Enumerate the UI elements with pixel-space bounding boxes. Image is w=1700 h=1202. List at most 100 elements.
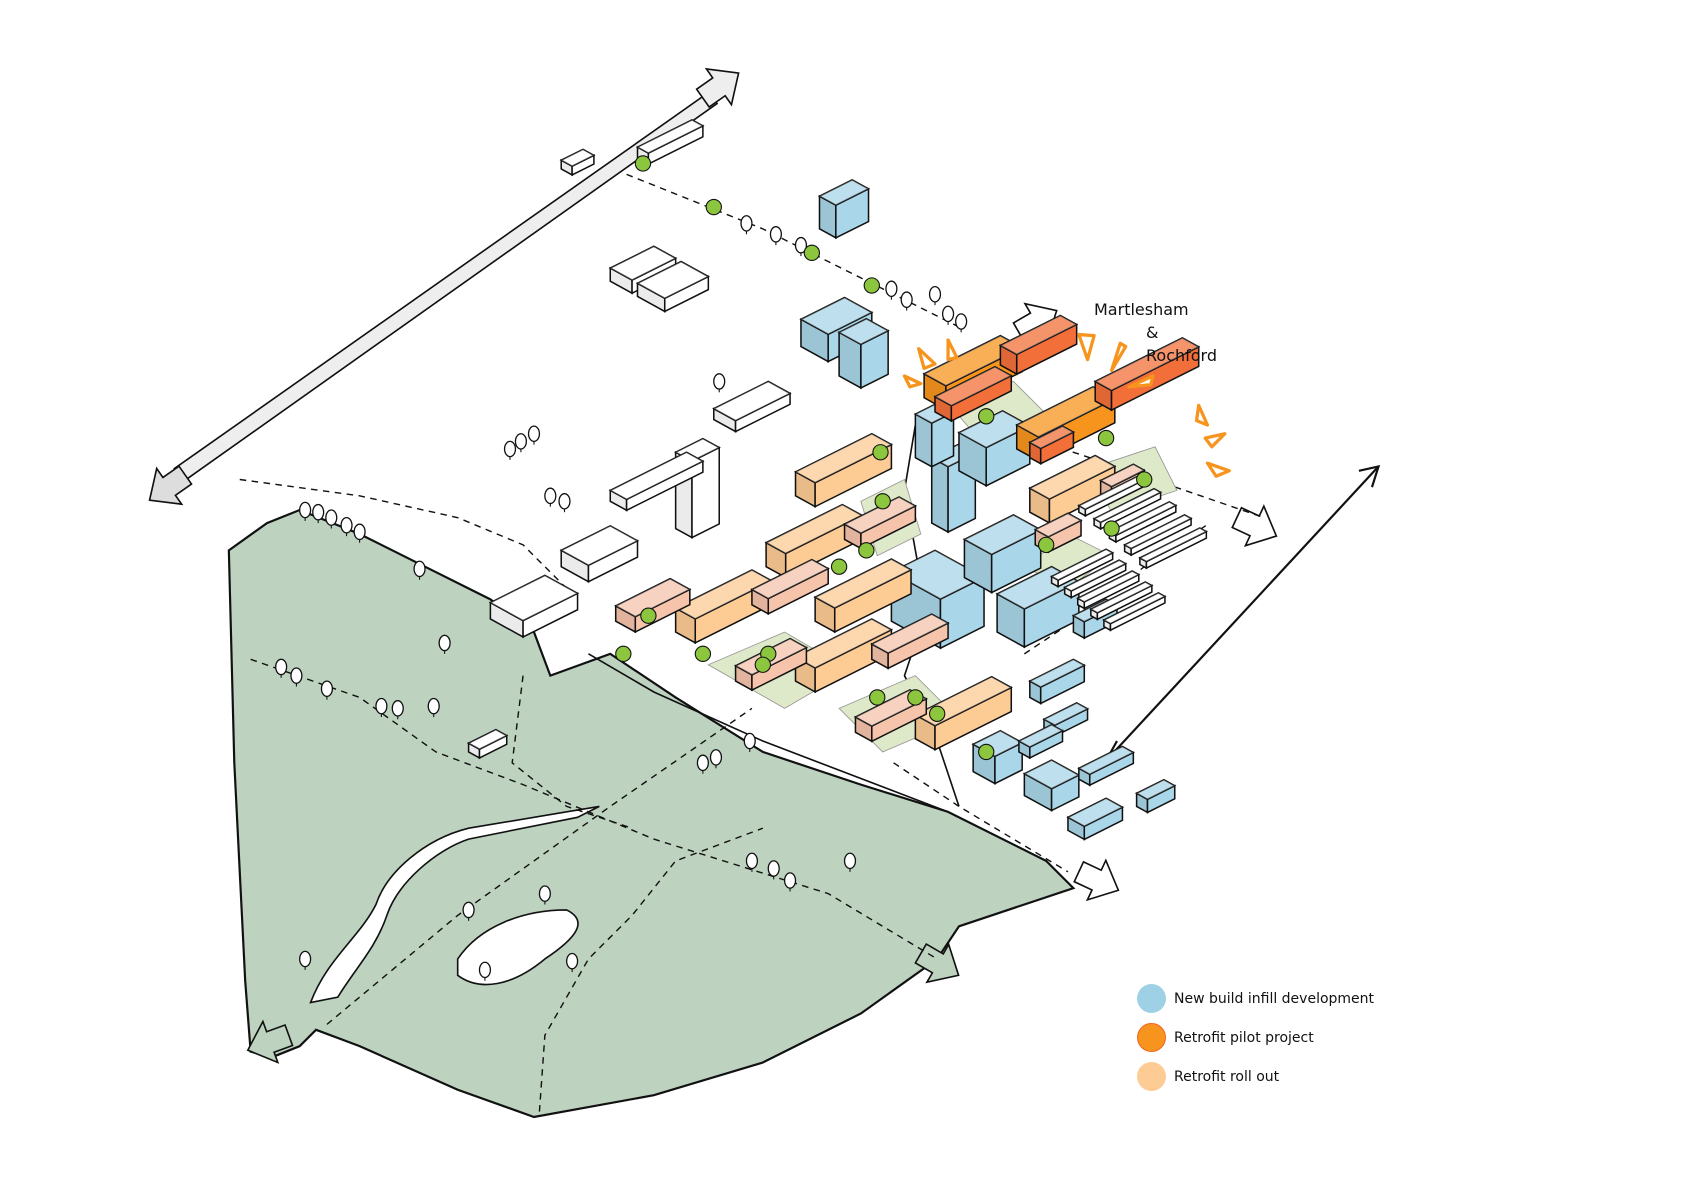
place-label-line3: Rochford	[1146, 346, 1217, 365]
parking-row-roof	[1138, 527, 1208, 563]
existing-building-shade	[637, 283, 665, 312]
parking-row-roof-light	[1109, 501, 1176, 536]
retrofit-rollout-block-roof	[750, 558, 830, 600]
tree-icon	[275, 658, 288, 676]
legend-item-retrofit-pilot: Retrofit pilot project	[1137, 1018, 1374, 1057]
tree-icon	[863, 277, 880, 294]
arrow-east-road	[1231, 504, 1278, 548]
highlight-flare-mark	[1205, 461, 1231, 478]
legend-label: Retrofit pilot project	[1174, 1029, 1314, 1046]
existing-building-roof-light	[637, 261, 709, 299]
parking-row-roof-light	[1103, 592, 1165, 624]
tree-icon	[1037, 536, 1055, 554]
existing-building-shade	[713, 408, 736, 432]
arrow-southeast	[1073, 858, 1120, 902]
tree-icon	[978, 408, 995, 425]
legend-swatch-light-orange	[1137, 1062, 1166, 1091]
footpath	[893, 762, 1069, 873]
tree-icon	[640, 607, 657, 624]
existing-building-roof-light	[637, 119, 703, 154]
parking-row-shade	[1064, 587, 1072, 598]
new-build-block-roof	[1066, 797, 1125, 828]
retrofit-rollout-block-roof	[793, 432, 894, 484]
existing-building-roof	[559, 148, 596, 168]
footpath	[511, 675, 633, 829]
retrofit-rollout-block-roof	[870, 613, 950, 654]
tree-icon	[514, 433, 527, 450]
parking-row-shade	[1051, 576, 1059, 587]
parking-row-shade	[1103, 620, 1111, 631]
tree-icon	[538, 885, 551, 902]
tree-icon	[794, 236, 808, 254]
tree-icon	[696, 754, 709, 772]
existing-building-roof	[635, 260, 710, 300]
tree-icon	[340, 516, 353, 534]
pavilion-shade	[468, 743, 480, 758]
footpath	[326, 707, 753, 1025]
pavilion-roof-light	[468, 729, 507, 750]
retrofit-pilot-block-shade	[935, 396, 952, 421]
parking-row-roof-light	[1051, 549, 1113, 581]
retrofit-rollout-block-shade	[844, 524, 861, 549]
legend-label: Retrofit roll out	[1174, 1068, 1280, 1085]
tree-icon	[955, 313, 968, 330]
existing-building-roof-light	[610, 246, 676, 281]
retrofit-rollout-block-roof-light	[1029, 455, 1115, 499]
tree-icon	[754, 656, 771, 673]
tree-icon	[978, 743, 995, 761]
tree-icon	[299, 501, 312, 519]
existing-building-shade	[561, 550, 589, 582]
arrow-west	[246, 1019, 294, 1064]
parking-row-shade	[1124, 544, 1132, 556]
tree-icon	[830, 558, 848, 575]
new-build-block-roof	[1042, 702, 1090, 727]
dimension-arrowhead	[1358, 464, 1381, 488]
parking-row-roof	[1092, 487, 1163, 524]
existing-building-shade	[610, 268, 633, 294]
tree-icon	[1097, 429, 1115, 447]
legend-swatch-blue	[1137, 984, 1166, 1013]
new-build-tower-roof-light	[819, 179, 869, 206]
new-build-block-roof-light	[891, 550, 985, 600]
retrofit-rollout-block-roof-light	[815, 559, 912, 608]
new-build-block-shade	[964, 539, 992, 593]
tree-icon	[527, 425, 541, 443]
tree-icon	[413, 560, 426, 578]
retrofit-rollout-block-shade	[855, 717, 872, 742]
tree-icon	[375, 697, 388, 715]
dimension-line	[1105, 465, 1380, 762]
retrofit-pilot-block-roof-light	[1000, 315, 1077, 355]
retrofit-rollout-block-roof	[813, 558, 913, 609]
tree-icon	[438, 634, 451, 652]
new-build-block-roof-light	[800, 297, 872, 335]
tree-icon	[312, 503, 325, 521]
highlight-flare-mark	[917, 347, 937, 370]
retrofit-pilot-block-roof	[1028, 425, 1076, 450]
tree-icon	[869, 689, 886, 706]
retrofit-pilot-block-roof	[998, 314, 1079, 356]
new-build-tower-shade	[931, 457, 949, 533]
parking-row-shade	[1078, 505, 1086, 516]
parking-row-roof-light	[1094, 488, 1161, 523]
existing-building-roof	[559, 524, 640, 567]
tree-icon	[743, 732, 756, 750]
new-build-block-shade	[1024, 773, 1052, 811]
parking-row-shade	[1094, 518, 1101, 529]
tree-icon	[874, 493, 891, 510]
retrofit-pilot-block-roof-light	[935, 366, 1012, 406]
retrofit-rollout-block-roof	[793, 618, 894, 669]
parking-row-roof	[1049, 548, 1115, 581]
new-build-block-roof-light	[1078, 746, 1134, 775]
tree-icon	[745, 852, 759, 870]
tree-icon	[353, 523, 366, 541]
tree-icon	[462, 901, 475, 919]
existing-building-roof-light	[713, 381, 791, 421]
parking-row-shade	[1077, 598, 1085, 609]
retrofit-pilot-block-roof	[1093, 336, 1201, 392]
retrofit-rollout-block-roof-light	[615, 578, 690, 617]
tree-icon	[900, 291, 913, 308]
tree-icon	[783, 872, 797, 889]
retrofit-pilot-block-roof-light	[1029, 426, 1074, 449]
retrofit-rollout-block-shade	[751, 589, 769, 614]
